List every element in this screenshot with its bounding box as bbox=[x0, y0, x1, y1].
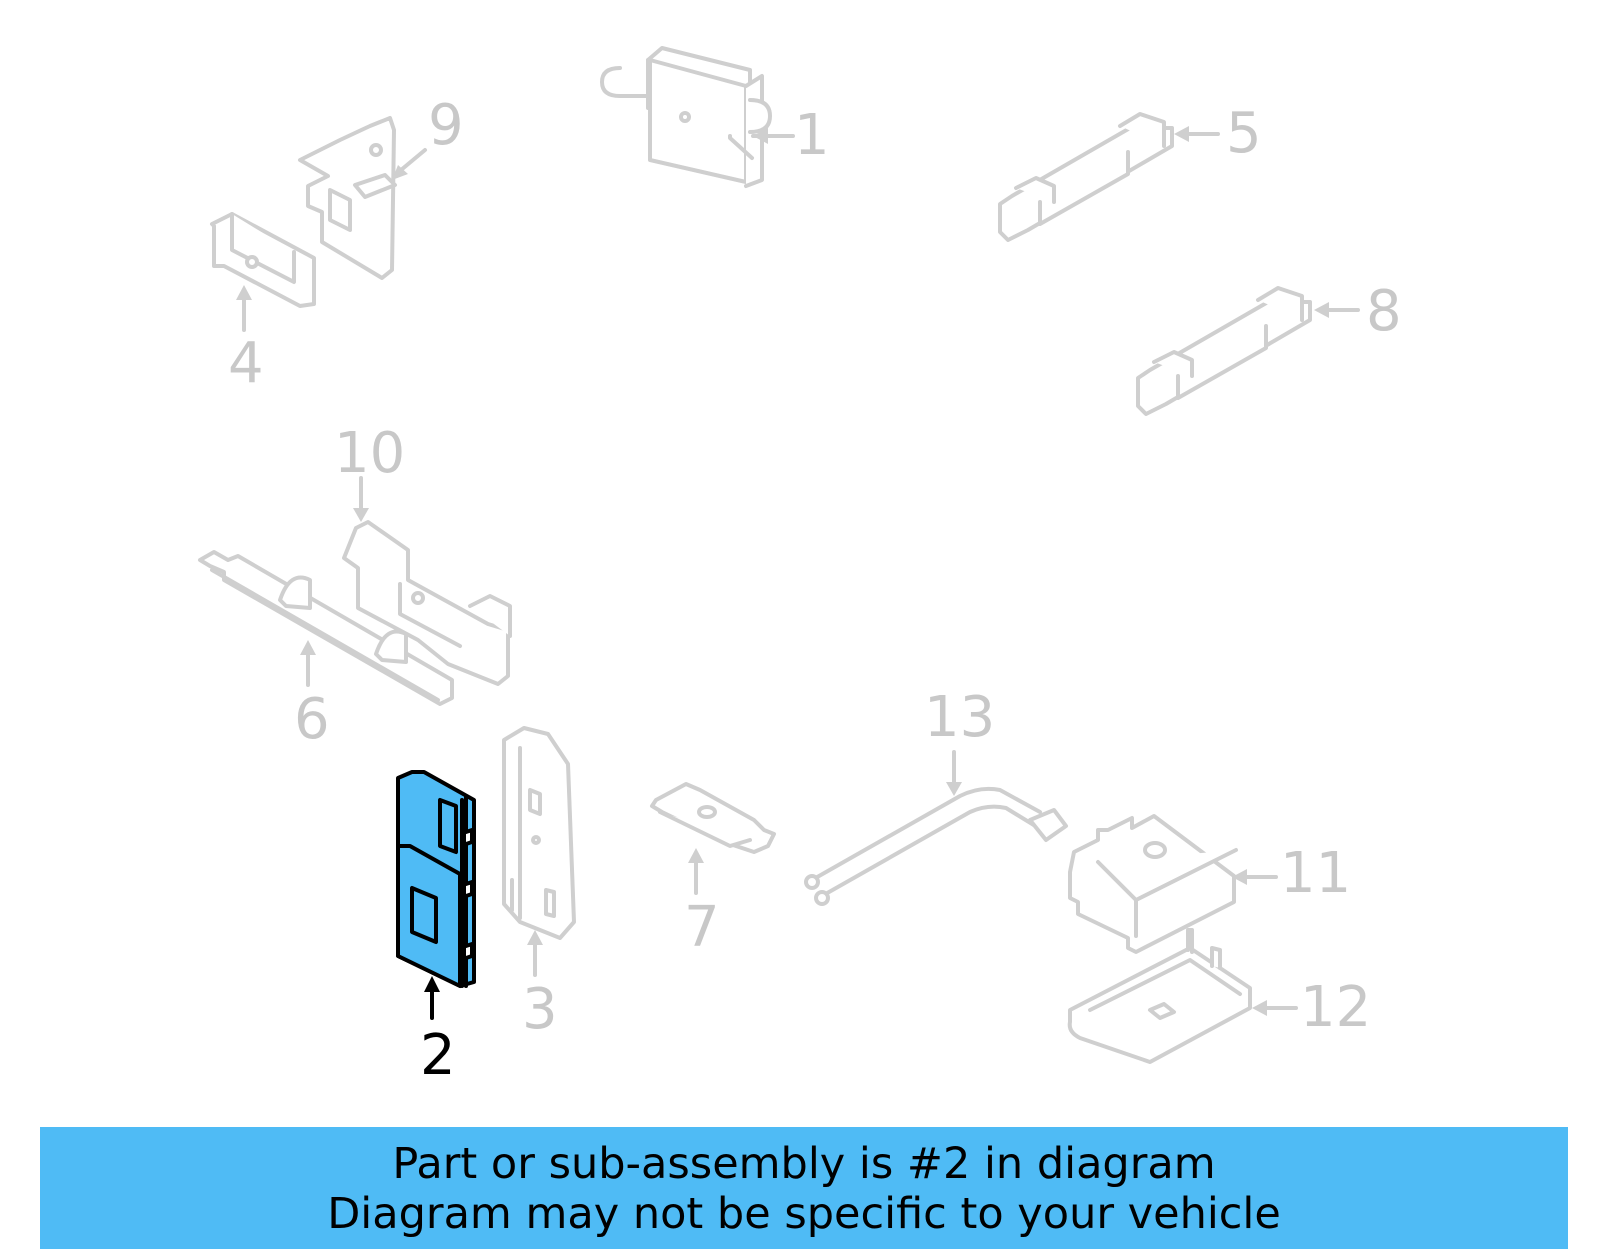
arrowhead-5 bbox=[1174, 126, 1189, 142]
arrowhead-13 bbox=[946, 782, 962, 796]
callout-label-11[interactable]: 11 bbox=[1280, 841, 1352, 906]
callout-label-2[interactable]: 2 bbox=[420, 1023, 456, 1088]
arrowhead-9 bbox=[392, 165, 408, 180]
part-8-antenna[interactable] bbox=[1136, 286, 1312, 416]
arrowhead-12 bbox=[1252, 1000, 1267, 1016]
callout-label-6[interactable]: 6 bbox=[294, 687, 330, 752]
part-1-module[interactable] bbox=[600, 46, 772, 188]
part-11-module[interactable] bbox=[1068, 814, 1238, 954]
part-4-clip[interactable] bbox=[210, 212, 316, 308]
callout-label-7[interactable]: 7 bbox=[684, 895, 720, 960]
arrowhead-7 bbox=[688, 848, 704, 863]
callout-label-13[interactable]: 13 bbox=[924, 685, 996, 750]
callout-label-5[interactable]: 5 bbox=[1226, 101, 1262, 166]
callout-label-10[interactable]: 10 bbox=[334, 421, 406, 486]
callout-label-4[interactable]: 4 bbox=[228, 331, 264, 396]
arrowhead-1 bbox=[753, 128, 768, 144]
arrowhead-10 bbox=[353, 508, 369, 522]
part-12-tray[interactable] bbox=[1067, 928, 1252, 1064]
arrowhead-2 bbox=[424, 976, 440, 992]
arrowhead-6 bbox=[300, 640, 316, 655]
banner-part-note: Part or sub-assembly is #2 in diagram bbox=[392, 1139, 1216, 1189]
part-10-bracket[interactable] bbox=[342, 520, 512, 686]
info-banner: Part or sub-assembly is #2 in diagram Di… bbox=[40, 1127, 1568, 1249]
banner-disclaimer: Diagram may not be specific to your vehi… bbox=[327, 1189, 1281, 1239]
callout-label-1[interactable]: 1 bbox=[794, 103, 830, 168]
part-7-module[interactable] bbox=[650, 782, 776, 854]
arrowhead-4 bbox=[236, 285, 252, 300]
part-5-antenna[interactable] bbox=[998, 112, 1174, 242]
callout-label-12[interactable]: 12 bbox=[1300, 975, 1372, 1040]
part-6-rail[interactable] bbox=[198, 550, 454, 706]
arrowhead-11 bbox=[1232, 869, 1247, 885]
part-2-module-highlighted[interactable] bbox=[396, 770, 476, 988]
part-3-cover[interactable] bbox=[502, 726, 576, 940]
arrowhead-8 bbox=[1314, 302, 1329, 318]
part-9-bracket[interactable] bbox=[298, 116, 397, 280]
part-13-harness[interactable] bbox=[804, 786, 1068, 906]
callout-label-9[interactable]: 9 bbox=[428, 93, 464, 158]
callout-label-3[interactable]: 3 bbox=[522, 977, 558, 1042]
callout-label-8[interactable]: 8 bbox=[1366, 279, 1402, 344]
arrowhead-3 bbox=[527, 930, 543, 945]
